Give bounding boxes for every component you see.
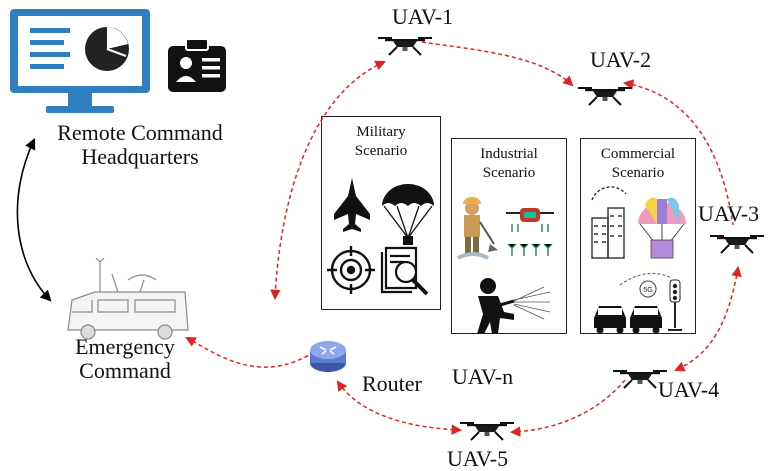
parachute-icon: [382, 184, 434, 245]
commercial-scenario-title: Commercial Scenario: [581, 145, 695, 183]
id-card-icon: [168, 38, 226, 92]
uav-2-label: UAV-2: [590, 47, 652, 72]
link-uav3-uav4: [674, 265, 742, 372]
headquarters-label-line2: Headquarters: [81, 144, 199, 169]
agri-drone-icon: [506, 208, 554, 256]
worker-icon: [457, 197, 498, 260]
link-uav2-uav3: [622, 79, 734, 226]
hq-emergency-link: [16, 137, 52, 302]
fighter-jet-icon: [334, 178, 370, 232]
link-uav4-uav5: [509, 379, 626, 437]
headquarters-label-line1: Remote Command: [57, 120, 223, 145]
emergency-command-label: Emergency Command: [45, 335, 205, 383]
search-document-icon: [380, 246, 429, 296]
command-van-icon: [67, 257, 189, 340]
router-icon: [310, 341, 346, 372]
industrial-title-line1: Industrial: [480, 146, 538, 162]
monitor-chart-icon: [10, 9, 150, 113]
firefighter-icon: [477, 278, 551, 334]
link-router-emergency: [185, 337, 315, 368]
uav-5-drone-icon: [459, 422, 515, 441]
link-uav1-left: [270, 60, 386, 301]
uav-5-label: UAV-5: [447, 446, 509, 471]
uav-3-drone-icon: [709, 235, 765, 254]
svg-text:5G: 5G: [643, 287, 652, 294]
uav-1-drone-icon: [377, 37, 433, 56]
emergency-label-line1: Emergency: [75, 334, 175, 359]
link-uav1-uav2: [421, 41, 574, 87]
uav-4-label: UAV-4: [658, 377, 720, 402]
smart-traffic-icon: 5G: [594, 272, 682, 334]
emergency-label-line2: Command: [79, 358, 171, 383]
crosshair-icon: [327, 246, 375, 294]
uav-1-label: UAV-1: [392, 4, 454, 29]
industrial-scenario-title: Industrial Scenario: [452, 145, 566, 183]
city-icon: [591, 186, 627, 259]
uav-3-label: UAV-3: [698, 201, 760, 226]
commercial-title-line1: Commercial: [600, 146, 676, 162]
router-label: Router: [362, 371, 422, 396]
commercial-title-line2: Scenario: [611, 165, 665, 181]
industrial-title-line2: Scenario: [482, 165, 536, 181]
headquarters-label: Remote Command Headquarters: [30, 121, 250, 169]
delivery-parachute-icon: [638, 197, 686, 259]
uav-n-label: UAV-n: [452, 364, 514, 389]
uav-2-drone-icon: [577, 87, 633, 106]
